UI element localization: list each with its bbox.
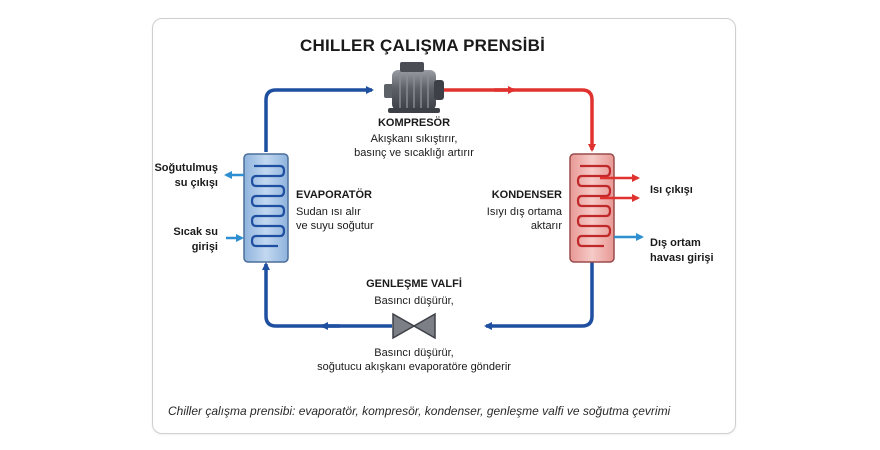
expansion-valve-icon (392, 312, 436, 340)
condenser-desc-2: aktarır (530, 220, 562, 232)
expansion-valve-label: GENLEŞME VALFİ (366, 278, 462, 290)
compressor-desc-2: basınç ve sıcaklığı artırır (354, 147, 474, 159)
warm-water-in-label-2: girişi (191, 241, 218, 253)
line-condenser-to-valve (484, 262, 594, 330)
condenser-label: KONDENSER (491, 189, 562, 201)
line-valve-to-evap (262, 262, 392, 328)
ambient-air-in-label-1: Dış ortam (650, 237, 701, 249)
diagram-title: CHILLER ÇALIŞMA PRENSİBİ (300, 36, 546, 55)
evaporator-icon (243, 153, 289, 263)
evaporator-label: EVAPORATÖR (296, 189, 372, 201)
evaporator-desc-2: ve suyu soğutur (296, 220, 374, 232)
heat-out-label: Isı çıkışı (650, 184, 693, 196)
condenser-icon (569, 153, 615, 263)
expansion-valve-desc-1: Basıncı düşürür, (374, 347, 454, 359)
chilled-water-out-label-2: su çıkışı (174, 177, 218, 189)
compressor-label: KOMPRESÖR (377, 117, 451, 129)
warm-water-in-label-1: Sıcak su (173, 226, 218, 238)
compressor-desc-1: Akışkanı sıkıştırır, (370, 133, 458, 145)
expansion-valve-desc-top: Basıncı düşürür, (374, 295, 454, 307)
chilled-water-out-label-1: Soğutulmuş (154, 162, 218, 174)
evaporator-desc-1: Sudan ısı alır (296, 206, 361, 218)
line-compressor-to-condenser (444, 88, 596, 152)
ambient-air-in-label-2: havası girişi (650, 252, 714, 264)
figure-caption: Chiller çalışma prensibi: evaporatör, ko… (168, 404, 671, 418)
expansion-valve-desc-2: soğutucu akışkanı evaporatöre gönderir (317, 361, 511, 373)
line-evap-to-compressor (264, 86, 374, 152)
condenser-desc-1: Isıyı dış ortama (486, 206, 562, 218)
compressor-icon (384, 62, 444, 113)
